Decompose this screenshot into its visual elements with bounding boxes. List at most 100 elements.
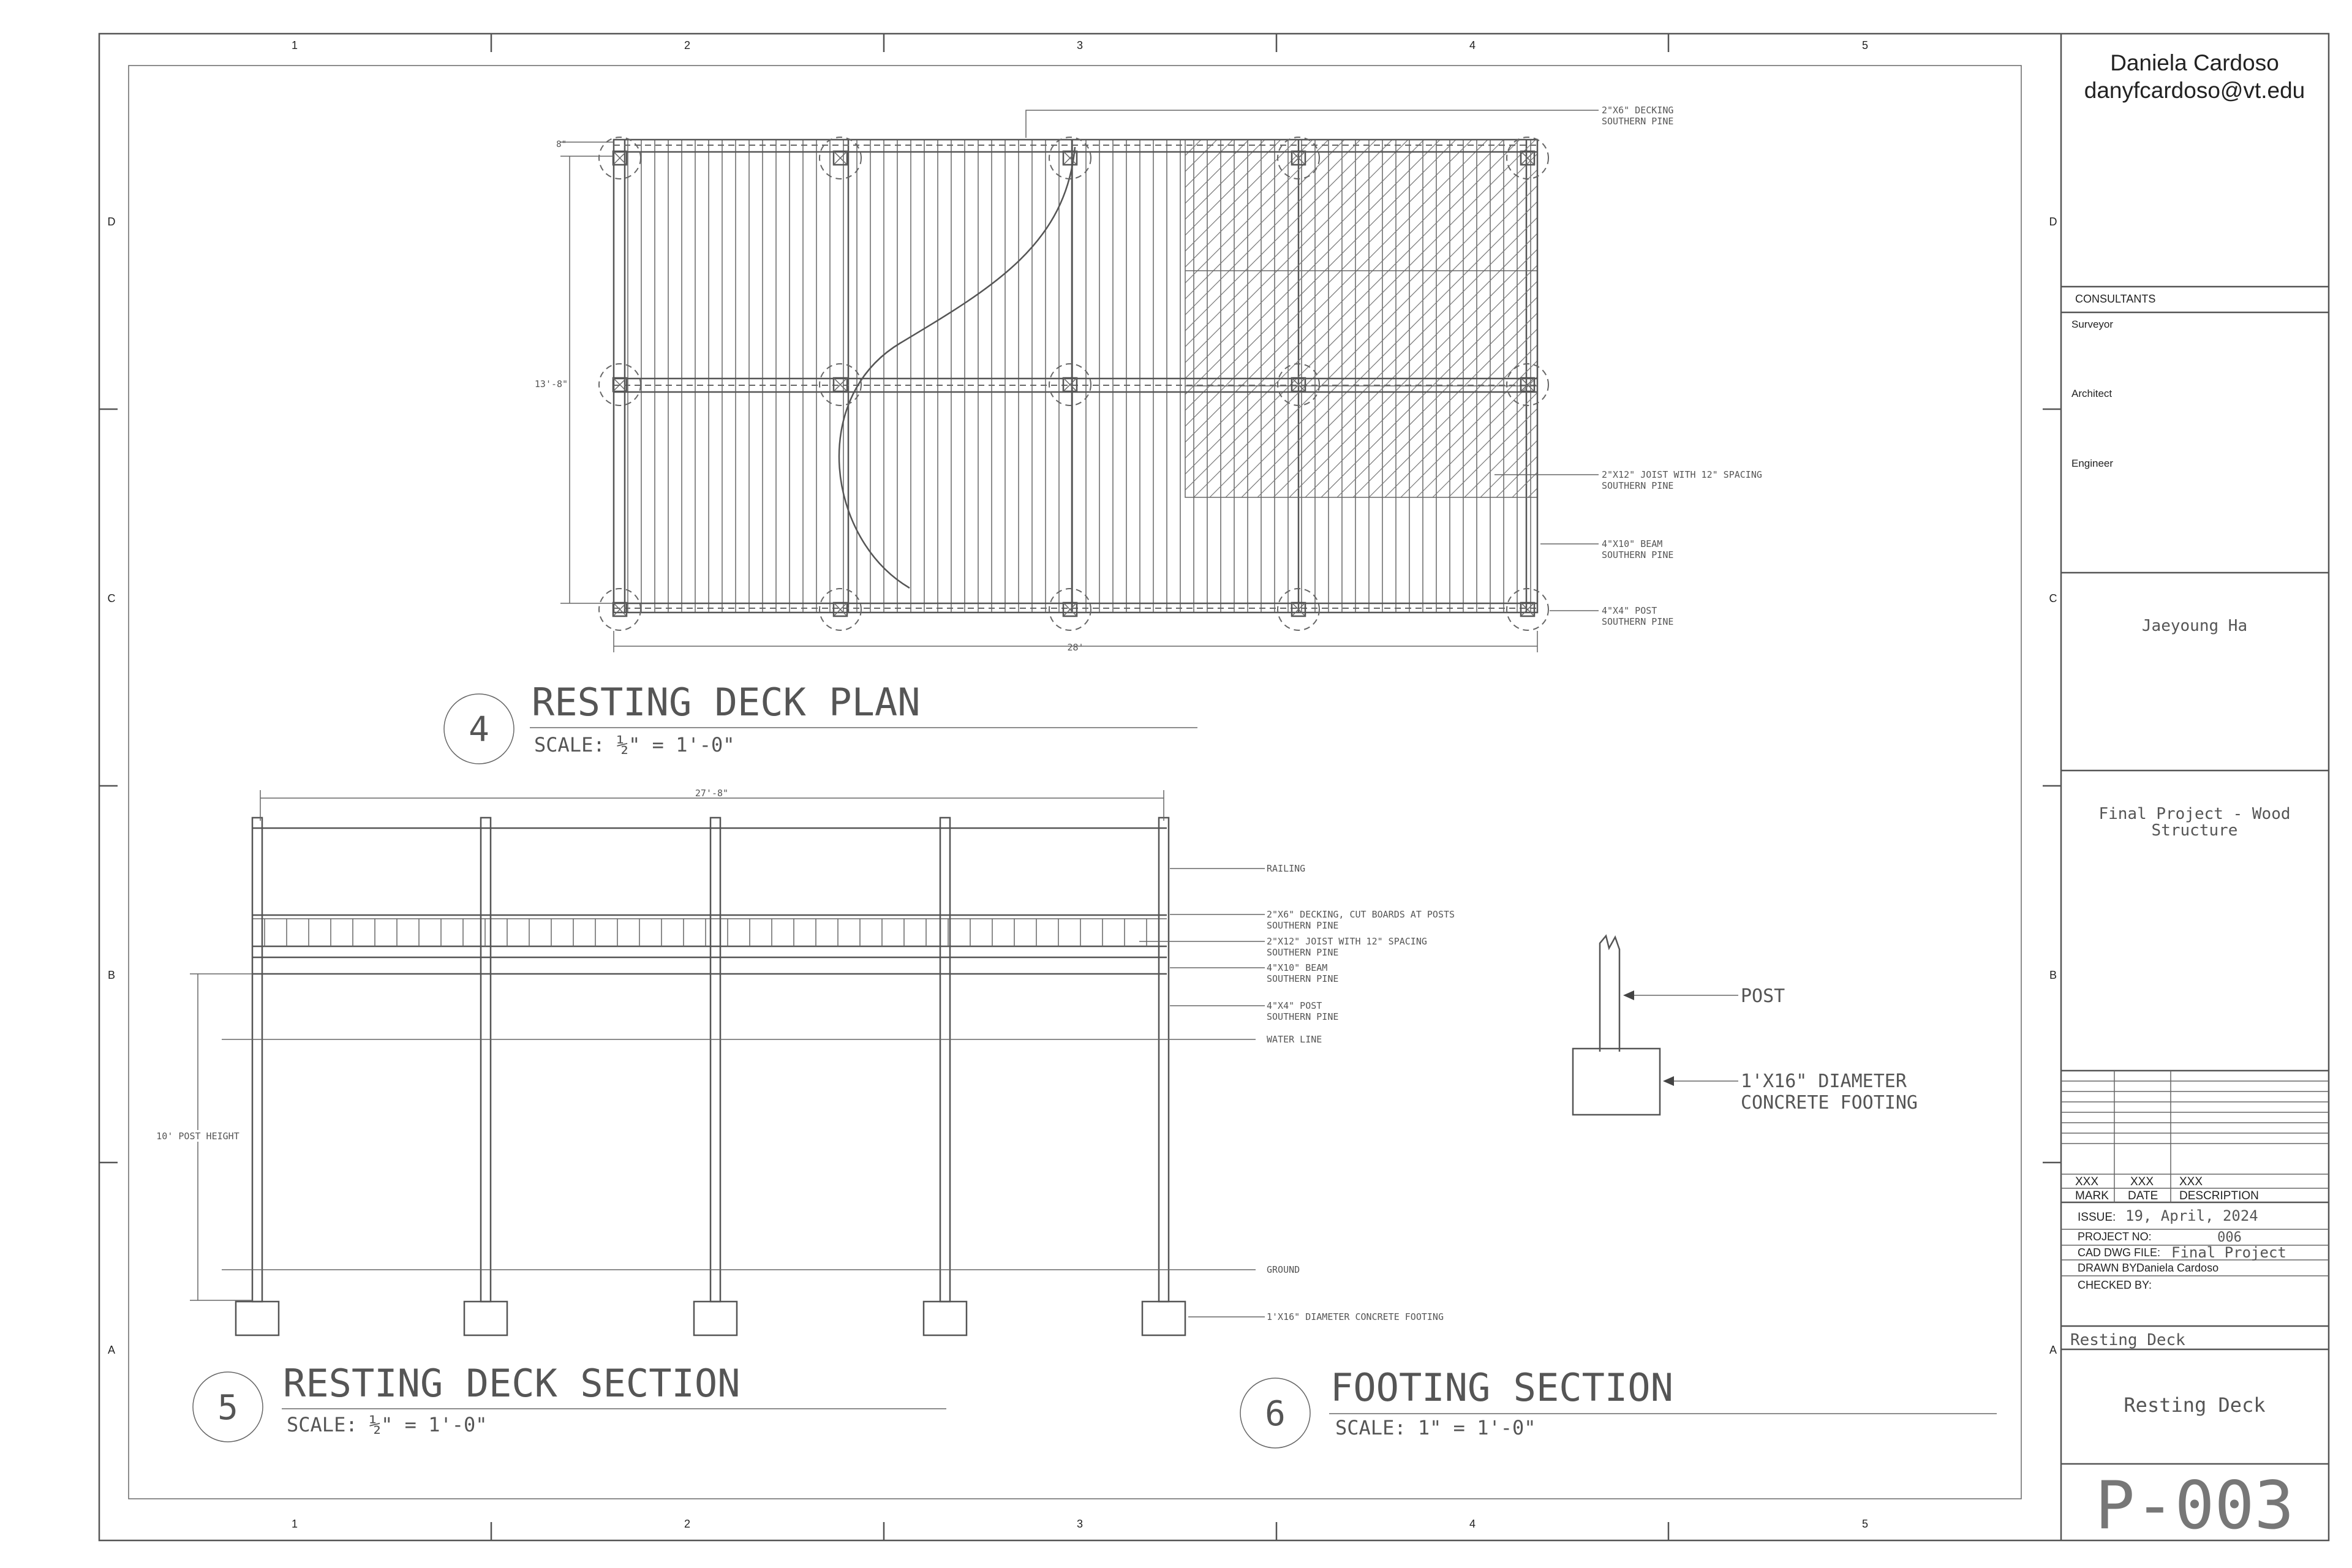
plan-post-cross <box>833 151 848 165</box>
plan-post-square <box>1520 377 1536 393</box>
plan-hatch-line <box>1185 140 1377 331</box>
plan-post-square <box>612 150 628 166</box>
section-detail-number: 5 <box>217 1388 238 1428</box>
section-callout-decking-2: SOUTHERN PINE <box>1267 920 1338 931</box>
revision-date: XXX <box>2130 1175 2154 1188</box>
plan-post-cross <box>1520 602 1535 617</box>
plan-post-square <box>1062 601 1078 617</box>
plan-post-square <box>1062 150 1078 166</box>
section-post <box>251 816 263 1303</box>
grid-labels: 1 2 3 4 5 1 2 3 4 5 D C B A D C B A <box>108 39 2057 1530</box>
section-posts <box>235 816 1186 1336</box>
consultant-engineer: Engineer <box>2071 458 2113 469</box>
revision-header-description: DESCRIPTION <box>2179 1189 2259 1202</box>
plan-hatch-line <box>1185 140 1265 220</box>
plan-post-square <box>612 377 628 393</box>
section-callout-decking-1: 2"X6" DECKING, CUT BOARDS AT POSTS <box>1267 909 1455 920</box>
plan-post-cross <box>1520 377 1535 392</box>
section-title: RESTING DECK SECTION <box>283 1361 741 1406</box>
author-name: Daniela Cardoso <box>2110 50 2279 75</box>
section-callout-joist-2: SOUTHERN PINE <box>1267 947 1338 958</box>
section-callout-waterline: WATER LINE <box>1267 1034 1322 1045</box>
plan-hatch-line <box>827 140 1185 497</box>
plan-post-circle <box>1277 363 1320 406</box>
grid-col-2-bottom: 2 <box>684 1518 690 1530</box>
grid-col-5-bottom: 5 <box>1862 1518 1868 1530</box>
client-name: Jaeyoung Ha <box>2142 617 2247 635</box>
project-title-line2: Structure <box>2152 821 2238 840</box>
plan-post-square <box>832 377 848 393</box>
section-callout-post-2: SOUTHERN PINE <box>1267 1011 1338 1022</box>
plan-hatch-line <box>1464 424 1537 497</box>
revision-header-mark: MARK <box>2075 1189 2109 1202</box>
sheet-number: P-003 <box>2095 1468 2294 1544</box>
plan-callout-joist-2: SOUTHERN PINE <box>1602 480 1673 491</box>
footing-detail-number: 6 <box>1265 1394 1286 1434</box>
project-no-label: PROJECT NO: <box>2078 1231 2152 1243</box>
section-callout-beam-1: 4"X10" BEAM <box>1267 962 1327 973</box>
plan-post-circle <box>1049 588 1091 631</box>
plan-post-square <box>1520 150 1536 166</box>
section-dim-height: 10' POST HEIGHT <box>156 1131 239 1142</box>
plan-hatch-line <box>1544 140 1902 497</box>
plan-scale: SCALE: ½" = 1'-0" <box>534 733 735 756</box>
footing-post <box>1599 934 1621 1052</box>
plan-hatch-line <box>1185 140 1234 188</box>
revision-header-date: DATE <box>2128 1189 2158 1202</box>
plan-post-cross <box>1063 151 1077 165</box>
grid-col-2-top: 2 <box>684 39 690 51</box>
consultants-header: CONSULTANTS <box>2075 293 2155 305</box>
plan-hatch-line <box>1185 140 1425 379</box>
plan-hatch-line <box>1185 140 1329 284</box>
plan-post-circle <box>1049 137 1091 179</box>
grid-row-c-left: C <box>108 592 116 605</box>
plan-title: RESTING DECK PLAN <box>532 680 921 725</box>
issue-value: 19, April, 2024 <box>2125 1207 2258 1224</box>
plan-hatch-line <box>1257 217 1537 497</box>
footing-scale: SCALE: 1" = 1'-0" <box>1335 1416 1536 1439</box>
project-title-line1: Final Project - Wood <box>2098 805 2290 823</box>
plan-callout-post-1: 4"X4" POST <box>1602 605 1657 616</box>
plan-hatch-line <box>1185 140 1441 395</box>
plan-hatch-line <box>1185 140 1472 427</box>
checked-by-label: CHECKED BY: <box>2078 1279 2152 1291</box>
footing-title: FOOTING SECTION <box>1330 1365 1673 1410</box>
plan-post-circle <box>1506 588 1549 631</box>
section-footing <box>1141 1300 1186 1336</box>
cad-file-label: CAD DWG FILE: <box>2078 1246 2160 1259</box>
plan-post-cross <box>1063 602 1077 617</box>
grid-col-4-top: 4 <box>1469 39 1476 51</box>
plan-post-cross <box>612 151 627 165</box>
plan-hatch-line <box>1273 233 1537 497</box>
plan-post-circle <box>1049 363 1091 406</box>
plan-hatch-line <box>1289 249 1537 497</box>
plan-hatch-line <box>1368 328 1537 497</box>
plan-hatch-line <box>1305 265 1537 497</box>
plan-post-circle <box>1277 137 1320 179</box>
plan-post-square <box>1291 377 1306 393</box>
sheet-name: Resting Deck <box>2124 1393 2265 1417</box>
drawn-by-label: DRAWN BY: <box>2078 1262 2139 1274</box>
plan-callout-decking-1: 2"X6" DECKING <box>1602 105 1673 116</box>
plan-post-square <box>1062 377 1078 393</box>
plan-post-cross <box>833 377 848 392</box>
plan-hatch-line <box>1193 153 1537 497</box>
section-footing <box>693 1300 738 1336</box>
plan-post-circle <box>819 363 862 406</box>
grid-row-d-right: D <box>2049 216 2057 228</box>
plan-post-circle <box>598 137 641 179</box>
plan-hatch-line <box>1432 392 1537 497</box>
grid-row-c-right: C <box>2049 592 2057 605</box>
plan-hatch-line <box>1185 140 1313 268</box>
plan-hatch-line <box>1185 140 1361 315</box>
grid-col-3-bottom: 3 <box>1077 1518 1083 1530</box>
plan-dim-small: 8" <box>556 140 567 149</box>
plan-post-circle <box>819 588 862 631</box>
plan-callout-beam-2: SOUTHERN PINE <box>1602 549 1673 560</box>
issue-label: ISSUE: <box>2078 1211 2116 1224</box>
plan-dim-width: 28' <box>1067 642 1084 653</box>
plan-hatch-line <box>1185 140 1281 236</box>
plan-hatch-line <box>1496 456 1537 497</box>
plan-post-square <box>612 601 628 617</box>
